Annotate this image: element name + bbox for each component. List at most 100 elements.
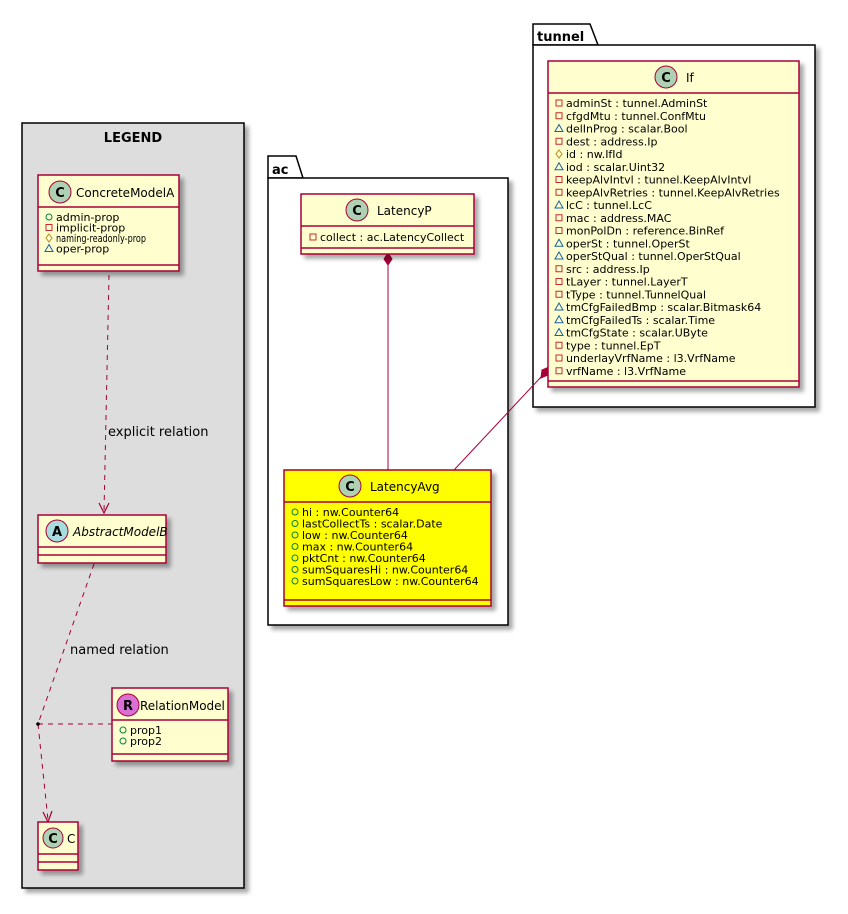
class-stereotype-letter: C xyxy=(661,71,671,86)
class-c[interactable]: C C xyxy=(37,821,79,871)
class-attribute: operStQual : tunnel.OperStQual xyxy=(566,250,741,263)
composition-latencyp-latencyavg xyxy=(383,252,393,470)
public-visibility-icon xyxy=(291,577,299,585)
class-attribute: keepAlvIntvl : tunnel.KeepAlvIntvl xyxy=(566,174,751,187)
class-attribute: low : nw.Counter64 xyxy=(302,529,408,542)
class-attribute: tType : tunnel.TunnelQual xyxy=(566,288,706,301)
class-attribute: cfgdMtu : tunnel.ConfMtu xyxy=(566,110,706,123)
class-stereotype-letter: C xyxy=(48,832,58,847)
private-visibility-icon xyxy=(309,233,317,241)
private-visibility-icon xyxy=(555,99,563,107)
public-visibility-icon xyxy=(119,726,127,734)
package-visibility-icon xyxy=(554,238,564,247)
class-name: LatencyAvg xyxy=(370,480,440,494)
package-visibility-icon xyxy=(554,314,564,324)
legend-title: LEGEND xyxy=(104,131,163,146)
class-attribute: id : nw.IfId xyxy=(566,148,623,161)
public-visibility-icon xyxy=(291,508,299,516)
class-latency-avg[interactable]: C LatencyAvg hi : nw.Counter64lastCollec… xyxy=(283,469,492,607)
package-visibility-icon xyxy=(554,161,564,171)
package-visibility-icon xyxy=(554,301,564,311)
class-attribute: hi : nw.Counter64 xyxy=(302,506,399,519)
public-visibility-icon xyxy=(45,213,53,221)
class-attribute: delInProg : scalar.Bool xyxy=(566,123,688,136)
private-visibility-icon xyxy=(555,176,563,183)
class-attribute: oper-prop xyxy=(56,243,109,256)
private-visibility-icon xyxy=(555,137,563,145)
class-attribute: tLayer : tunnel.LayerT xyxy=(566,276,688,289)
class-stereotype-letter: C xyxy=(352,204,362,219)
package-visibility-icon xyxy=(554,123,564,132)
class-attribute: implicit-prop xyxy=(56,222,125,235)
private-visibility-icon xyxy=(555,278,563,285)
class-attribute: underlayVrfName : l3.VrfName xyxy=(566,352,736,365)
public-visibility-icon xyxy=(291,554,299,562)
named-relation-label: named relation xyxy=(70,643,169,658)
private-visibility-icon xyxy=(555,112,563,120)
class-attribute: mac : address.MAC xyxy=(566,212,672,225)
class-concrete-model-a[interactable]: C ConcreteModelA admin-propimplicit-prop… xyxy=(37,174,180,272)
protected-visibility-icon xyxy=(45,233,53,243)
class-attribute: tmCfgFailedTs : scalar.Time xyxy=(566,314,715,327)
class-stereotype-icon xyxy=(48,180,72,204)
explicit-relation-label: explicit relation xyxy=(108,425,208,440)
public-visibility-icon xyxy=(291,531,299,539)
class-attribute: prop1 xyxy=(130,724,162,737)
class-latency-p[interactable]: C LatencyP collect : ac.LatencyCollect xyxy=(300,193,475,255)
class-attribute: prop2 xyxy=(130,735,162,748)
class-name: AbstractModelB xyxy=(72,525,168,539)
public-visibility-icon xyxy=(119,737,127,745)
private-visibility-icon xyxy=(555,367,563,375)
public-visibility-icon xyxy=(291,520,299,527)
class-stereotype-icon xyxy=(345,198,369,222)
class-name: If xyxy=(686,71,695,85)
class-stereotype-letter: C xyxy=(55,186,65,201)
package-visibility-icon xyxy=(554,199,564,209)
private-visibility-icon xyxy=(555,354,563,362)
class-stereotype-letter: A xyxy=(52,525,62,540)
class-attribute: operSt : tunnel.OperSt xyxy=(566,237,690,250)
class-name: C xyxy=(67,832,75,846)
private-visibility-icon xyxy=(555,227,563,234)
package-title: ac xyxy=(272,163,288,178)
class-attribute: pktCnt : nw.Counter64 xyxy=(302,552,426,565)
class-name: LatencyP xyxy=(377,204,432,218)
class-attribute: max : nw.Counter64 xyxy=(302,541,413,554)
class-attribute: keepAlvRetries : tunnel.KeepAlvRetries xyxy=(566,186,780,199)
class-stereotype-letter: R xyxy=(123,699,133,714)
class-attribute: adminSt : tunnel.AdminSt xyxy=(566,97,708,110)
abstract-stereotype-icon xyxy=(45,519,69,543)
class-attribute: src : address.Ip xyxy=(566,263,650,276)
relation-junction-dot xyxy=(36,722,40,726)
protected-visibility-icon xyxy=(555,149,563,159)
class-stereotype-letter: C xyxy=(345,480,355,495)
class-name: ConcreteModelA xyxy=(76,186,175,200)
class-name: RelationModel xyxy=(140,699,225,713)
class-attribute: sumSquaresHi : nw.Counter64 xyxy=(302,564,468,577)
class-stereotype-icon xyxy=(338,474,362,498)
explicit-relation: explicit relation xyxy=(98,274,208,515)
public-visibility-icon xyxy=(291,566,299,573)
class-attribute: naming-readonly-prop xyxy=(56,232,146,245)
class-stereotype-icon xyxy=(654,65,678,89)
package-title: tunnel xyxy=(537,30,584,45)
class-attribute: tmCfgFailedBmp : scalar.Bitmask64 xyxy=(566,301,761,314)
private-visibility-icon xyxy=(555,290,563,298)
class-attribute: dest : address.Ip xyxy=(566,135,657,148)
class-attribute: vrfName : l3.VrfName xyxy=(566,365,686,378)
package-visibility-icon xyxy=(554,250,564,260)
relation-stereotype-icon xyxy=(116,693,140,717)
private-visibility-icon xyxy=(555,214,563,222)
public-visibility-icon xyxy=(291,543,299,550)
class-attribute: monPolDn : reference.BinRef xyxy=(566,225,725,238)
class-attribute: sumSquaresLow : nw.Counter64 xyxy=(302,575,479,588)
class-attribute: iod : scalar.Uint32 xyxy=(566,161,665,174)
class-attribute: admin-prop xyxy=(56,211,119,224)
class-attribute: tmCfgState : scalar.UByte xyxy=(566,327,708,340)
package-visibility-icon xyxy=(44,243,54,252)
class-abstract-model-b[interactable]: A AbstractModelB xyxy=(37,514,168,564)
class-attribute: lcC : tunnel.LcC xyxy=(566,199,652,212)
